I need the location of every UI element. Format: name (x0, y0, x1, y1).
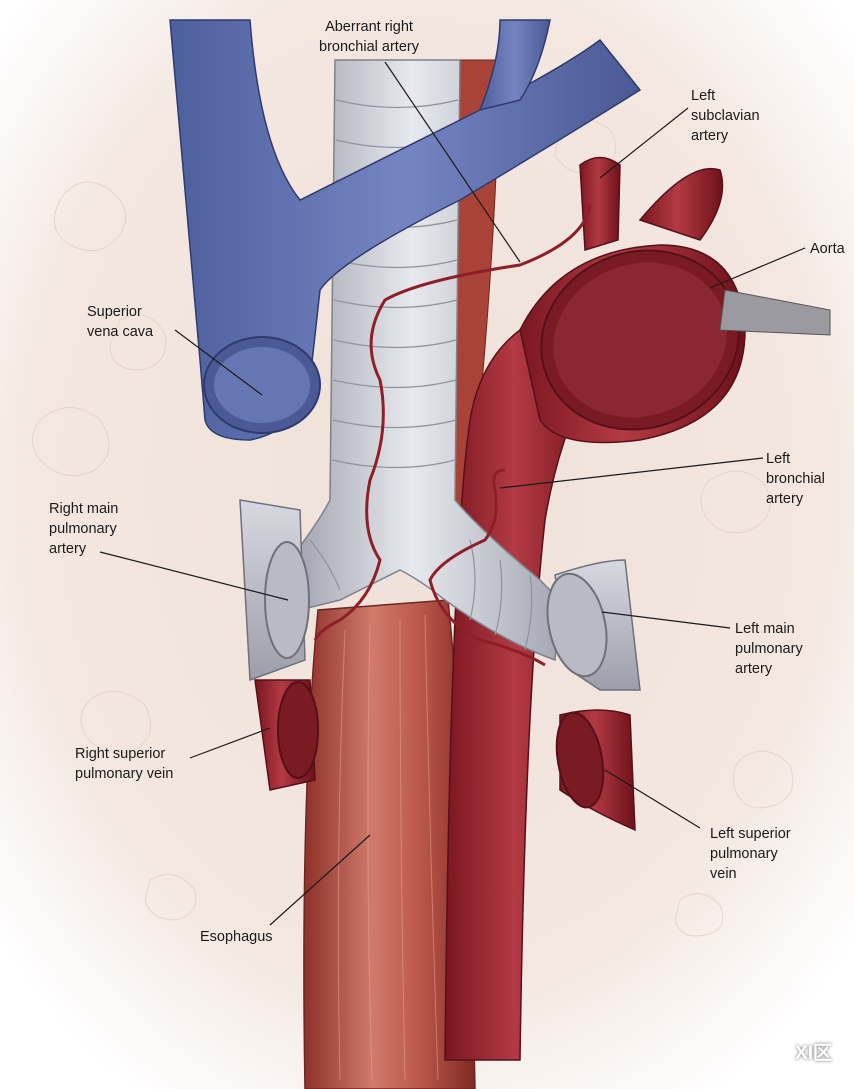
label-right-main-pulmonary-artery: Right main pulmonary artery (49, 501, 119, 557)
label-aorta: Aorta (810, 241, 845, 257)
watermark: XI区 (765, 1038, 832, 1065)
aberrant-right-bronchial-artery (313, 204, 592, 641)
superior-vena-cava (169, 19, 642, 441)
label-right-superior-pulmonary-vein: Right superior pulmonary vein (75, 746, 174, 782)
leader-lines (99, 61, 806, 926)
wechat-icon (765, 1041, 791, 1062)
label-superior-vena-cava: Superior vena cava (87, 304, 154, 340)
left-bronchial-artery (428, 468, 546, 667)
label-left-main-pulmonary-artery: Left main pulmonary artery (735, 621, 803, 677)
label-left-bronchial-artery: Left bronchial artery (766, 451, 825, 507)
label-aberrant-right-bronchial-artery: Aberrant right bronchial artery (319, 19, 419, 55)
label-left-subclavian-artery: Left subclavian artery (691, 88, 760, 144)
retractor (719, 289, 831, 336)
label-left-superior-pulmonary-vein: Left superior pulmonary vein (710, 826, 791, 882)
label-esophagus: Esophagus (200, 929, 273, 945)
left-subclavian-artery (579, 156, 621, 251)
watermark-text: XI区 (795, 1043, 832, 1064)
